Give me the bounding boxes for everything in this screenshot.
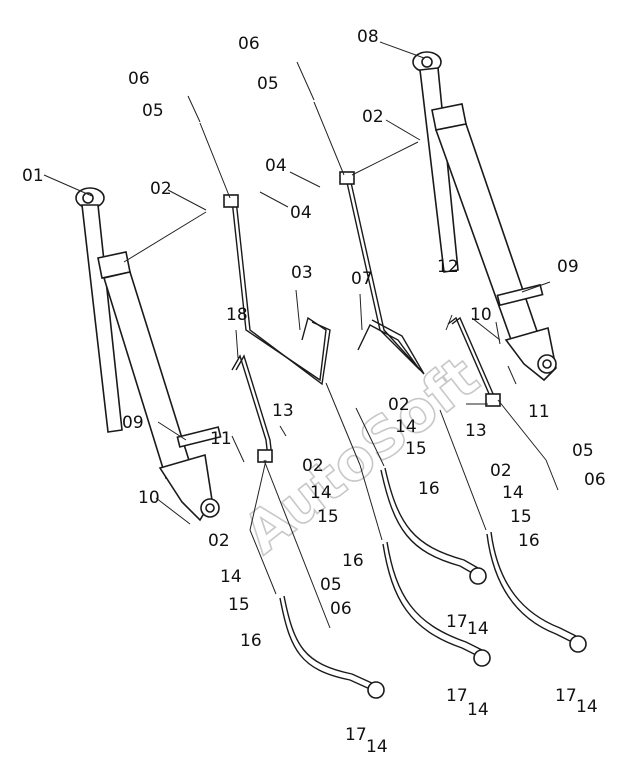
callout-17: 17 (345, 725, 367, 745)
hydraulic-cylinder-right (412, 51, 557, 382)
callout-04: 04 (265, 156, 287, 176)
callout-15: 15 (510, 507, 532, 527)
callout-06: 06 (330, 599, 352, 619)
callout-14: 14 (366, 737, 388, 757)
callout-13: 13 (272, 401, 294, 421)
leader-lines (43, 41, 559, 629)
callout-labels: 01 02 06 05 04 06 05 04 08 02 03 07 12 0… (22, 27, 606, 757)
callout-14: 14 (576, 697, 598, 717)
flex-hoses (279, 467, 587, 699)
callout-10: 10 (470, 305, 492, 325)
callout-18: 18 (226, 305, 248, 325)
callout-14: 14 (502, 483, 524, 503)
callout-03: 03 (291, 263, 313, 283)
callout-09: 09 (122, 413, 144, 433)
callout-14: 14 (467, 619, 489, 639)
callout-11: 11 (210, 429, 232, 449)
callout-16: 16 (342, 551, 364, 571)
callout-02: 02 (490, 461, 512, 481)
callout-14: 14 (220, 567, 242, 587)
callout-16: 16 (240, 631, 262, 651)
callout-05: 05 (320, 575, 342, 595)
callout-11: 11 (528, 402, 550, 422)
rigid-pipes (223, 171, 501, 463)
callout-09: 09 (557, 257, 579, 277)
callout-06: 06 (128, 69, 150, 89)
callout-15: 15 (228, 595, 250, 615)
callout-05: 05 (142, 101, 164, 121)
callout-17: 17 (555, 686, 577, 706)
callout-01: 01 (22, 166, 44, 186)
callout-05: 05 (572, 441, 594, 461)
callout-15: 15 (405, 439, 427, 459)
callout-02: 02 (150, 179, 172, 199)
callout-04: 04 (290, 203, 312, 223)
callout-02: 02 (208, 531, 230, 551)
callout-14: 14 (467, 700, 489, 720)
callout-02: 02 (388, 395, 410, 415)
callout-17: 17 (446, 686, 468, 706)
callout-02: 02 (362, 107, 384, 127)
callout-14: 14 (395, 417, 417, 437)
callout-14: 14 (310, 483, 332, 503)
callout-06: 06 (584, 470, 606, 490)
callout-13: 13 (465, 421, 487, 441)
callout-17: 17 (446, 612, 468, 632)
callout-10: 10 (138, 488, 160, 508)
callout-05: 05 (257, 74, 279, 94)
callout-15: 15 (317, 507, 339, 527)
callout-07: 07 (351, 269, 373, 289)
hydraulic-cylinder-left (75, 187, 222, 522)
callout-02: 02 (302, 456, 324, 476)
callout-06: 06 (238, 34, 260, 54)
callout-16: 16 (418, 479, 440, 499)
callout-12: 12 (437, 257, 459, 277)
callout-16: 16 (518, 531, 540, 551)
callout-08: 08 (357, 27, 379, 47)
